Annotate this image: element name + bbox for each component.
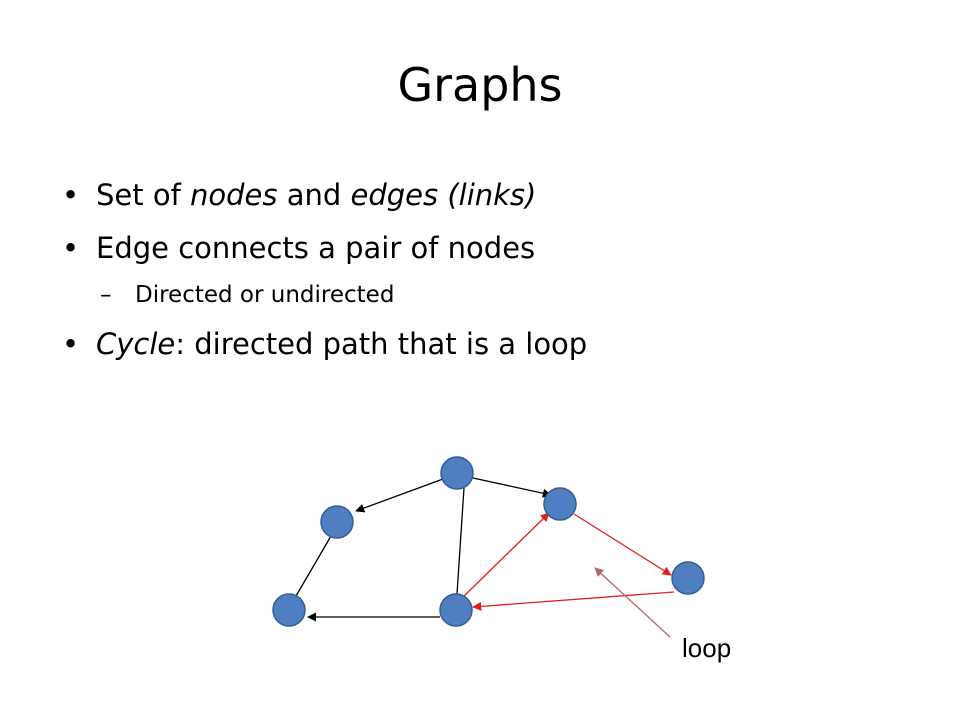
graph-node-far-right xyxy=(671,561,705,595)
bullet-text: Edge connects a pair of nodes xyxy=(96,230,536,265)
bullet-text: : directed path that is a loop xyxy=(175,327,588,362)
edge-top-to-left xyxy=(355,478,444,513)
bullet-dot: • xyxy=(62,178,80,212)
bullet-text-italic: nodes xyxy=(190,178,278,212)
sub-bullet-item-directed: – Directed or undirected xyxy=(62,282,922,310)
cycle-edge-right-to-far-right xyxy=(573,513,672,576)
loop-label: loop xyxy=(682,633,732,663)
edge-top-to-right xyxy=(472,477,552,498)
loop-pointer-arrow xyxy=(594,567,671,638)
bullet-text: Set of xyxy=(96,178,191,212)
slide-title: Graphs xyxy=(397,58,563,112)
bullet-text: and xyxy=(277,178,351,212)
bullet-text-italic: Cycle xyxy=(96,327,176,362)
graph-node-left xyxy=(320,505,354,539)
cycle-edge-bottom-center-to-right xyxy=(462,512,550,598)
bullet-item-cycle: • Cycle: directed path that is a loop xyxy=(62,327,922,362)
graph-node-bottom-center xyxy=(439,593,473,627)
sub-bullet-dash: – xyxy=(100,281,112,308)
edge-left-to-bottom-left xyxy=(295,535,332,597)
bullet-item-edge-connects: • Edge connects a pair of nodes xyxy=(62,231,922,266)
graph-node-top xyxy=(440,456,474,490)
bullet-text-italic: edges (links) xyxy=(350,178,537,212)
cycle-edge-far-right-to-bottom-center xyxy=(472,591,675,611)
bullet-dot: • xyxy=(62,230,80,265)
edge-top-to-bottom-center xyxy=(456,487,465,595)
bullet-dot: • xyxy=(62,327,80,362)
graph-node-right xyxy=(543,487,577,521)
bullet-item-set-of-nodes: • Set of nodes and edges (links) xyxy=(62,178,922,213)
bullet-list: • Set of nodes and edges (links) • Edge … xyxy=(62,178,922,380)
graph-node-bottom-left xyxy=(272,593,306,627)
sub-bullet-text: Directed or undirected xyxy=(135,281,395,308)
